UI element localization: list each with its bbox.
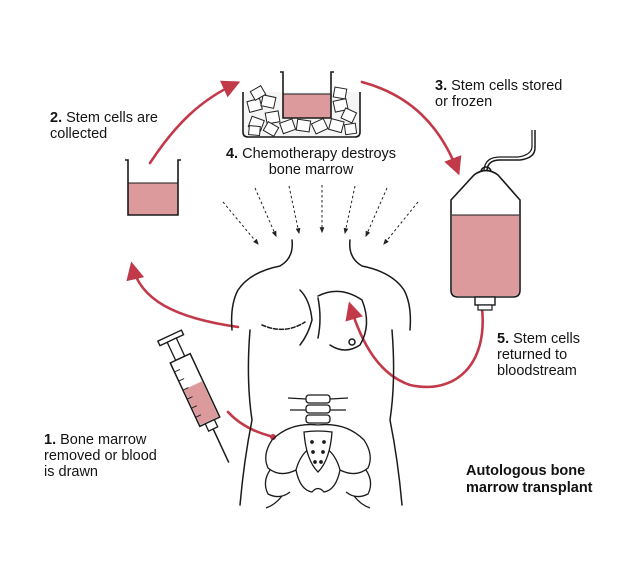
- title-line-1: Autologous bone: [466, 463, 586, 479]
- arrow-storage-to-bag: [360, 80, 462, 176]
- step-2-number: 2.: [50, 110, 63, 126]
- step-1-line-1: Bone marrow: [60, 432, 147, 448]
- step-5-line-1: Stem cells: [513, 331, 581, 347]
- step-4-line-1: Chemotherapy destroys: [242, 146, 397, 162]
- step-3-line-1: Stem cells stored: [451, 78, 563, 94]
- label-step-3: 3. Stem cells stored or frozen: [435, 78, 562, 110]
- step-5-number: 5.: [497, 331, 510, 347]
- collection-beaker: [125, 159, 181, 216]
- syringe: [156, 329, 230, 463]
- step-2-line-1: Stem cells are: [66, 110, 158, 126]
- step-4-line-2: bone marrow: [268, 162, 354, 178]
- storage-container: [242, 71, 361, 138]
- label-step-5: 5. Stem cells returned to bloodstream: [497, 331, 580, 379]
- ice-cubes: [246, 84, 358, 138]
- human-torso: [230, 239, 412, 506]
- spine-pelvis: [264, 394, 372, 509]
- step-1-line-3: is drawn: [44, 464, 98, 480]
- step-1-line-2: removed or blood: [44, 448, 157, 464]
- step-4-number: 4.: [225, 146, 239, 162]
- step-5-line-2: returned to: [497, 347, 568, 363]
- arrow-beaker-to-storage: [148, 80, 241, 165]
- arrow-body-to-beaker: [126, 261, 240, 329]
- label-step-2: 2. Stem cells are collected: [50, 110, 158, 142]
- step-3-line-2: or frozen: [435, 94, 493, 110]
- label-step-1: 1. Bone marrow removed or blood is drawn: [44, 432, 157, 480]
- chemo-arrows: [222, 185, 419, 245]
- cycle-arrows: [126, 80, 485, 438]
- step-5-line-3: bloodstream: [497, 363, 577, 379]
- title-line-2: marrow transplant: [466, 480, 593, 496]
- label-step-4: 4. Chemotherapy destroys bone marrow: [211, 146, 411, 178]
- step-3-number: 3.: [435, 78, 448, 94]
- step-2-line-2: collected: [50, 126, 108, 142]
- arrow-syringe-to-hip: [226, 410, 272, 438]
- arrow-bag-to-chest: [345, 301, 485, 389]
- iv-bag: [450, 130, 536, 311]
- step-1-number: 1.: [44, 432, 57, 448]
- diagram-title: Autologous bone marrow transplant: [466, 463, 593, 497]
